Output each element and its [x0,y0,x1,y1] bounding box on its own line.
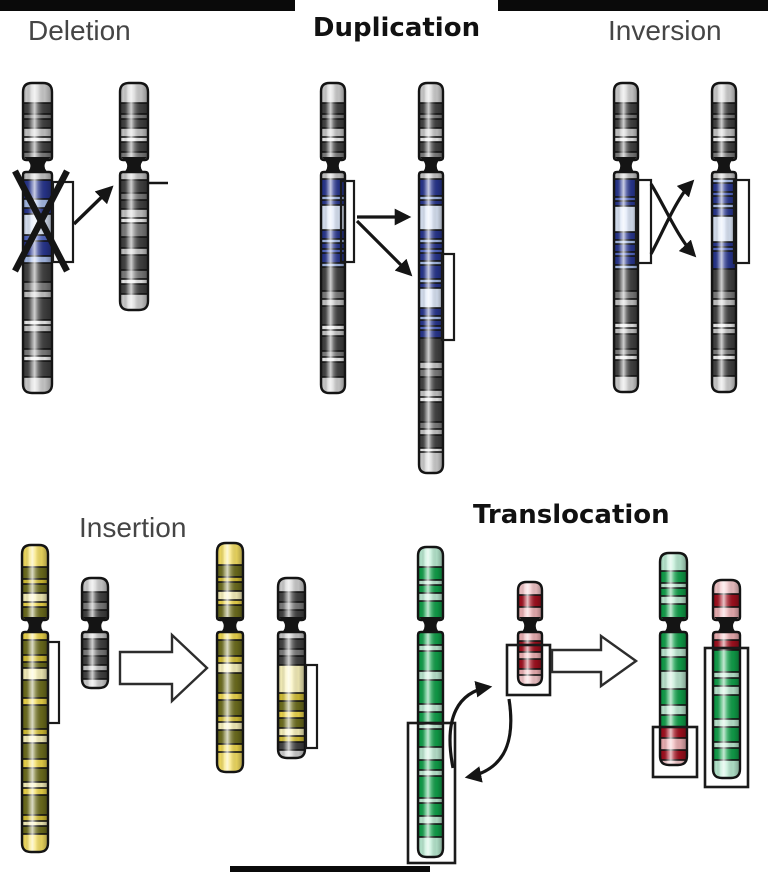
chromosome-insertion-donor-result [215,541,245,774]
chromosome-duplication-result [417,81,445,475]
duplication-title-plate [295,0,498,13]
inversion-segment-box-right [732,178,751,265]
chromosome-inversion-result [710,81,738,394]
centromere [714,617,739,635]
translocation-arrow-down [464,698,513,783]
deletion-cross-line-2 [12,169,70,273]
chromosome-deletion-result [118,81,150,312]
insertion-block-arrow [118,632,209,704]
centromere [519,617,541,635]
centromere [322,157,344,175]
translocation-result-green-box [703,646,750,789]
chromosome-insertion-recipient-result [276,576,307,760]
inversion-arrow-bottom [649,183,697,258]
duplication-duplicate-box [440,252,456,342]
deletion-arrow [72,185,114,226]
chromosome-insertion-recipient-original [80,576,110,690]
centromere [279,617,304,635]
deletion-title: Deletion [28,15,131,46]
translocation-green-box [406,721,457,865]
translocation-result-red-box [651,725,699,779]
translocation-arrow-up [448,680,493,769]
centromere [661,617,686,635]
centromere [419,617,442,635]
centromere [24,157,51,175]
centromere [121,157,147,175]
chromosome-deletion-original [21,81,54,395]
centromere [23,617,47,635]
chromosome-inversion-original [612,81,640,394]
chromosome-translocation-green-original [416,545,445,859]
chromosome-duplication-original [319,81,347,395]
chromosome-translocation-green-result [658,551,689,767]
centromere [615,157,637,175]
centromere [420,157,442,175]
insertion-inserted-box [304,663,319,750]
insertion-segment-box [46,640,61,725]
chromosome-translocation-red-result [711,578,742,780]
translocation-block-arrow [550,633,639,689]
centromere [218,617,242,635]
duplication-segment-box [339,179,356,264]
centromere [713,157,735,175]
chromosome-insertion-donor-original [20,543,50,854]
duplication-arrow-2 [355,219,413,277]
centromere [83,617,107,635]
insertion-title: Insertion [79,512,187,543]
chromosome-translocation-red-original [516,580,544,687]
inversion-title: Inversion [608,15,722,46]
translocation-title: Translocation [473,500,670,530]
duplication-title: Duplication [312,13,481,43]
bottom-black-bar [230,866,430,872]
translocation-red-box [505,643,552,697]
inversion-segment-box-left [634,178,653,265]
